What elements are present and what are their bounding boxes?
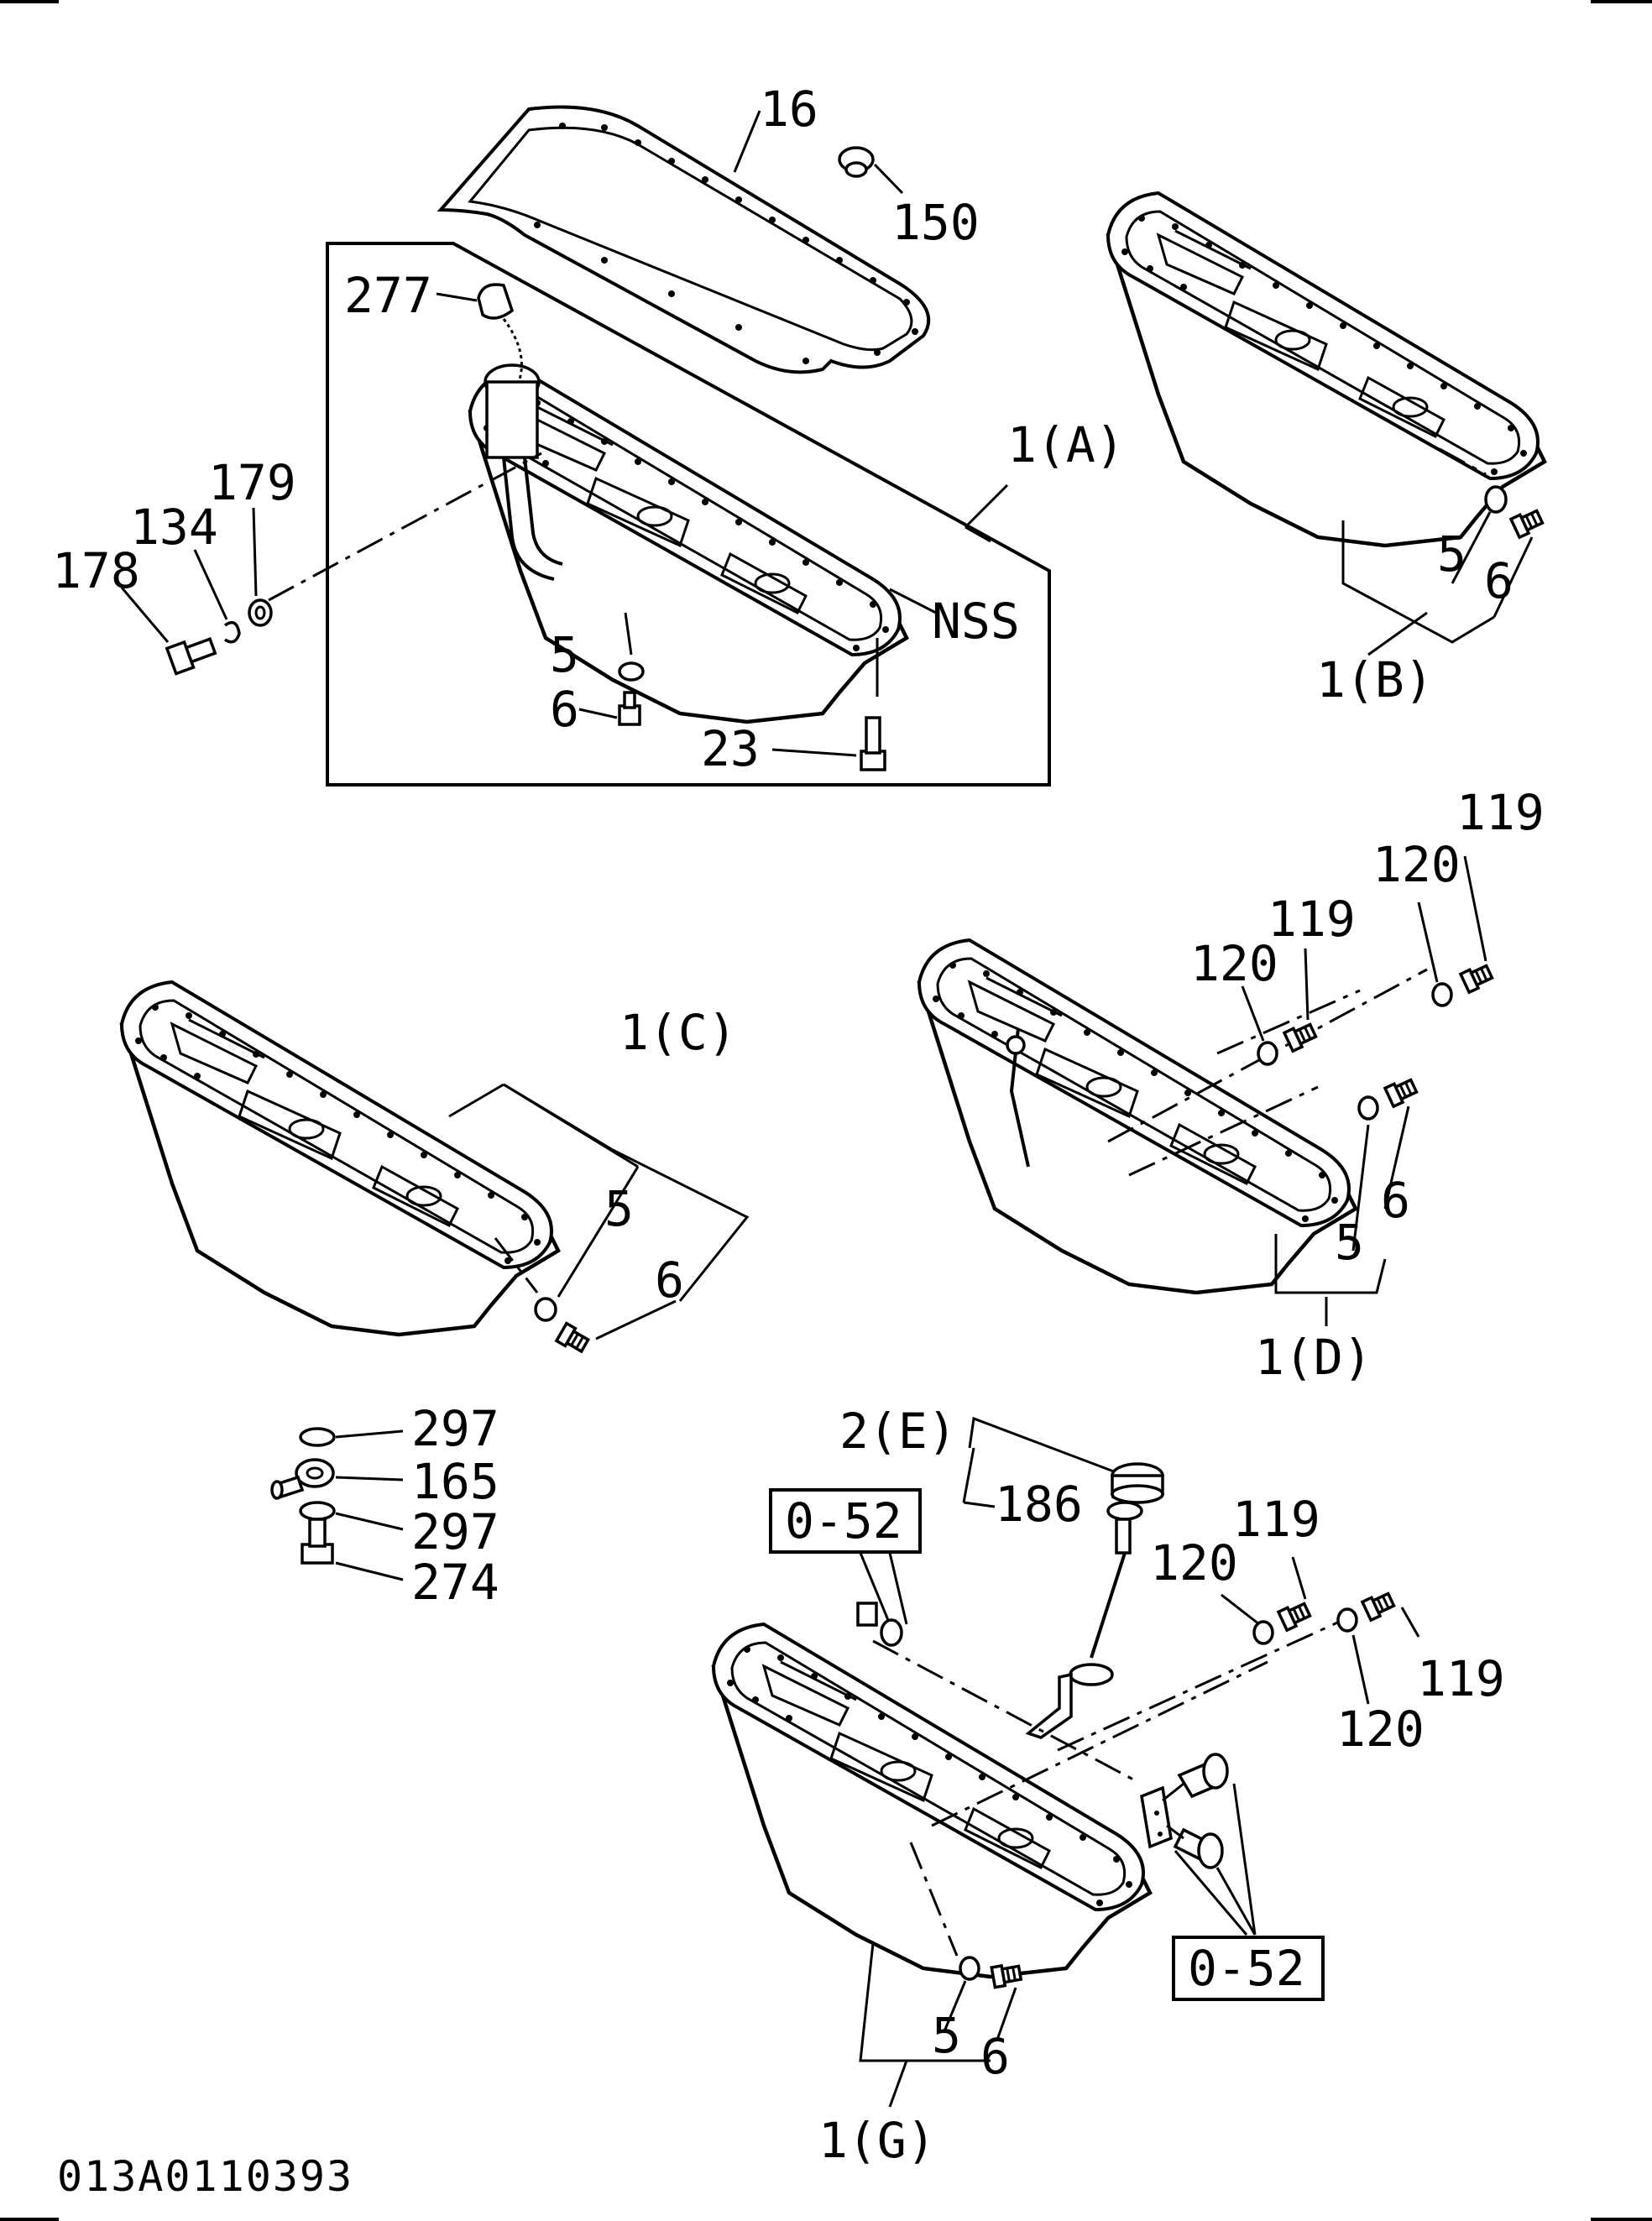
plug-6-c — [555, 1321, 592, 1356]
label-120-lower: 120 — [1190, 935, 1278, 992]
label-274: 274 — [411, 1554, 499, 1611]
label-150: 150 — [891, 194, 980, 251]
label-277: 277 — [344, 267, 432, 324]
label-2e: 2(E) — [839, 1403, 957, 1460]
centerline-a-left — [268, 452, 542, 602]
washer-5-b — [1484, 485, 1508, 514]
label-5-d: 5 — [1335, 1214, 1364, 1271]
label-ref-052-lower: 0-52 — [1188, 1940, 1305, 1997]
washer-297-lower — [299, 1501, 336, 1521]
label-23: 23 — [701, 720, 760, 777]
label-6-b: 6 — [1484, 552, 1513, 609]
label-178: 178 — [52, 542, 140, 599]
label-nss: NSS — [932, 593, 1020, 650]
oil-pan-d — [919, 940, 1356, 1293]
label-6-d: 6 — [1381, 1172, 1410, 1229]
sensor-bracket-g — [1140, 1753, 1229, 1869]
label-5-c: 5 — [604, 1180, 634, 1237]
label-1c: 1(C) — [620, 1004, 737, 1061]
washer-5-g — [959, 1956, 980, 1981]
label-6-g: 6 — [980, 2028, 1010, 2085]
label-120-g-upper: 120 — [1336, 1701, 1425, 1758]
filler-tube-g — [1025, 1663, 1114, 1739]
washer-120-upper — [1431, 982, 1453, 1007]
label-119-lower: 119 — [1268, 891, 1356, 948]
plug-119-g-lower — [1277, 1599, 1313, 1632]
plug-119-lower — [1283, 1020, 1319, 1053]
label-119-g-upper: 119 — [1417, 1650, 1505, 1707]
bracket-1b — [1341, 520, 1495, 644]
assembly-a-frame — [326, 242, 1051, 786]
drawing-code: 013A0110393 — [57, 2152, 353, 2201]
lock-washer-134 — [223, 620, 241, 644]
gasket-16 — [437, 105, 931, 374]
washer-5-d — [1357, 1095, 1379, 1121]
bolt-23 — [860, 716, 886, 771]
bracket-1d — [1274, 1234, 1387, 1294]
leader-1a — [964, 483, 1009, 529]
label-119-upper: 119 — [1456, 784, 1545, 841]
label-1a: 1(A) — [1007, 416, 1125, 473]
label-134: 134 — [130, 499, 218, 556]
label-297-upper: 297 — [411, 1400, 499, 1457]
dipstick-186 — [1090, 1462, 1164, 1659]
label-ref-052-upper: 0-52 — [785, 1492, 902, 1549]
plug-150 — [838, 146, 904, 195]
ref-box-052-lower — [1172, 1936, 1325, 2001]
label-165: 165 — [411, 1453, 499, 1510]
label-5-a: 5 — [550, 626, 579, 683]
label-1d: 1(D) — [1255, 1329, 1372, 1386]
label-5-b: 5 — [1437, 525, 1466, 583]
label-120-g-lower: 120 — [1150, 1534, 1238, 1591]
plug-119-upper — [1459, 961, 1495, 994]
label-1b: 1(B) — [1316, 651, 1434, 708]
dipstick-tube-a — [484, 363, 563, 581]
plug-119-g-upper — [1361, 1589, 1397, 1622]
bracket-1g — [859, 1942, 991, 2062]
washer-120-g-lower — [1252, 1620, 1274, 1645]
plug-6-a — [618, 691, 641, 726]
label-6-a: 6 — [550, 681, 579, 738]
washer-179 — [248, 598, 273, 627]
label-186: 186 — [995, 1476, 1083, 1533]
label-5-g: 5 — [932, 2007, 961, 2064]
eye-bolt-165 — [270, 1458, 335, 1500]
fitting-052-upper — [856, 1602, 903, 1647]
label-119-g-lower: 119 — [1232, 1491, 1320, 1548]
washer-5-c — [534, 1297, 557, 1322]
washer-5-a — [618, 661, 645, 682]
oil-pan-b — [1108, 193, 1545, 546]
plug-6-b — [1509, 506, 1545, 539]
plug-6-d — [1383, 1075, 1419, 1108]
bolt-178 — [165, 637, 217, 676]
washer-120-lower — [1257, 1041, 1278, 1066]
label-179: 179 — [208, 454, 296, 511]
cap-277 — [436, 283, 523, 383]
washer-120-g-upper — [1336, 1607, 1358, 1633]
label-297-lower: 297 — [411, 1503, 499, 1560]
oil-pan-c — [122, 982, 558, 1335]
label-6-c: 6 — [655, 1252, 684, 1309]
washer-297-upper — [299, 1427, 336, 1447]
ref-box-052-upper — [769, 1488, 922, 1554]
bolt-274 — [301, 1518, 334, 1565]
label-1g: 1(G) — [818, 2112, 936, 2169]
label-16: 16 — [760, 81, 818, 138]
label-120-upper: 120 — [1372, 836, 1461, 893]
